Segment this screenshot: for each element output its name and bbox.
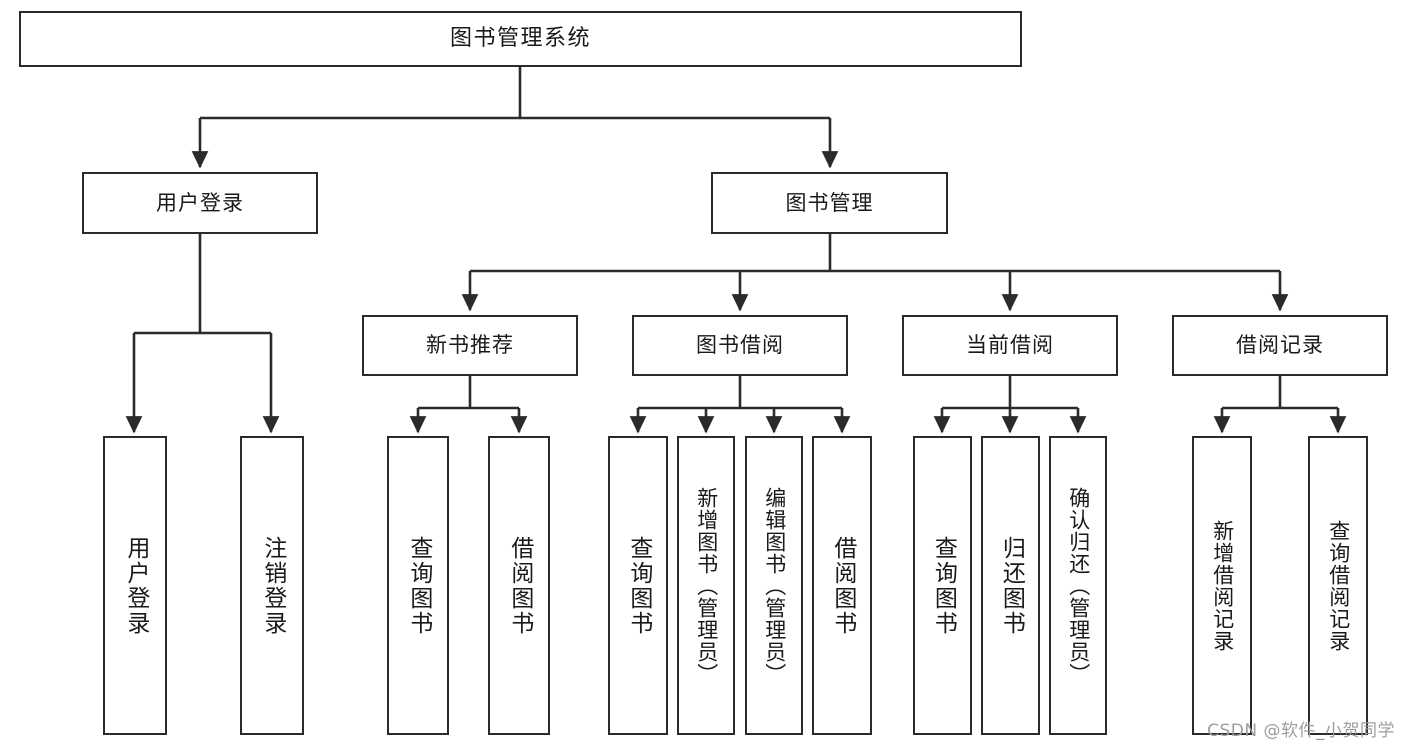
node-label: 新增借阅记录 bbox=[1210, 519, 1235, 652]
leaf-query-books-recommendation[interactable]: 查询图书 bbox=[387, 436, 449, 735]
node-label: 查询图书 bbox=[930, 535, 957, 636]
node-label: 图书管理系统 bbox=[449, 26, 591, 52]
node-book-management[interactable]: 图书管理 bbox=[711, 172, 948, 234]
leaf-borrow-books-recommendation[interactable]: 借阅图书 bbox=[488, 436, 550, 735]
node-label: 编辑图书（管理员） bbox=[762, 486, 787, 685]
node-label: 查询图书 bbox=[625, 535, 652, 636]
node-label: 用户登录 bbox=[156, 190, 244, 215]
node-label: 注销登录 bbox=[259, 535, 286, 636]
node-label: 用户登录 bbox=[122, 535, 149, 636]
leaf-confirm-return-admin[interactable]: 确认归还（管理员） bbox=[1049, 436, 1107, 735]
node-label: 新增图书（管理员） bbox=[694, 486, 719, 685]
node-label: 新书推荐 bbox=[426, 333, 514, 358]
leaf-add-borrowing-record[interactable]: 新增借阅记录 bbox=[1192, 436, 1252, 735]
node-label: 借阅图书 bbox=[829, 535, 856, 636]
node-user-login[interactable]: 用户登录 bbox=[82, 172, 318, 234]
node-label: 归还图书 bbox=[998, 535, 1025, 636]
leaf-query-books-current[interactable]: 查询图书 bbox=[913, 436, 972, 735]
node-borrowing-records[interactable]: 借阅记录 bbox=[1172, 315, 1388, 376]
node-label: 借阅记录 bbox=[1236, 333, 1324, 358]
node-label: 图书管理 bbox=[785, 190, 874, 215]
node-label: 当前借阅 bbox=[966, 333, 1054, 358]
node-label: 查询图书 bbox=[405, 535, 432, 636]
node-label: 确认归还（管理员） bbox=[1066, 486, 1091, 685]
leaf-add-book-admin[interactable]: 新增图书（管理员） bbox=[677, 436, 735, 735]
leaf-logout[interactable]: 注销登录 bbox=[240, 436, 304, 735]
leaf-borrow-books-borrowing[interactable]: 借阅图书 bbox=[812, 436, 872, 735]
node-label: 图书借阅 bbox=[696, 333, 784, 358]
leaf-user-login[interactable]: 用户登录 bbox=[103, 436, 167, 735]
node-book-borrowing[interactable]: 图书借阅 bbox=[632, 315, 848, 376]
leaf-query-books-borrowing[interactable]: 查询图书 bbox=[608, 436, 668, 735]
node-label: 查询借阅记录 bbox=[1326, 519, 1351, 652]
node-current-borrowing[interactable]: 当前借阅 bbox=[902, 315, 1118, 376]
csdn-watermark: CSDN @软件_小贺同学 bbox=[1207, 721, 1395, 741]
node-new-book-recommendation[interactable]: 新书推荐 bbox=[362, 315, 578, 376]
node-label: 借阅图书 bbox=[506, 535, 533, 636]
node-root-book-management-system[interactable]: 图书管理系统 bbox=[19, 11, 1022, 67]
leaf-edit-book-admin[interactable]: 编辑图书（管理员） bbox=[745, 436, 803, 735]
leaf-return-books[interactable]: 归还图书 bbox=[981, 436, 1040, 735]
leaf-query-borrowing-record[interactable]: 查询借阅记录 bbox=[1308, 436, 1368, 735]
